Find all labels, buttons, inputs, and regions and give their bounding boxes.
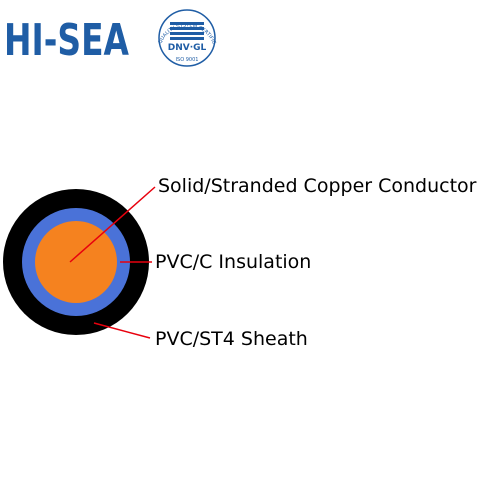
cable-cross-section	[3, 189, 149, 335]
sheath-label: PVC/ST4 Sheath	[155, 328, 308, 350]
cert-mark: DNV·GL	[168, 43, 207, 53]
conductor-core	[35, 221, 117, 303]
conductor-label: Solid/Stranded Copper Conductor	[158, 175, 477, 197]
insulation-label: PVC/C Insulation	[155, 251, 311, 273]
brand-logo: HI-SEA	[4, 15, 129, 66]
sheath-leader	[93, 322, 151, 339]
cert-standard: ISO 9001	[176, 57, 199, 63]
cert-wave-icon	[170, 22, 204, 40]
leader-lines	[69, 186, 156, 339]
logo-text: HI-SEA	[4, 15, 129, 66]
cert-ring	[158, 9, 216, 67]
conductor-leader	[69, 186, 156, 263]
callout-labels: Solid/Stranded Copper Conductor PVC/C In…	[155, 175, 477, 350]
